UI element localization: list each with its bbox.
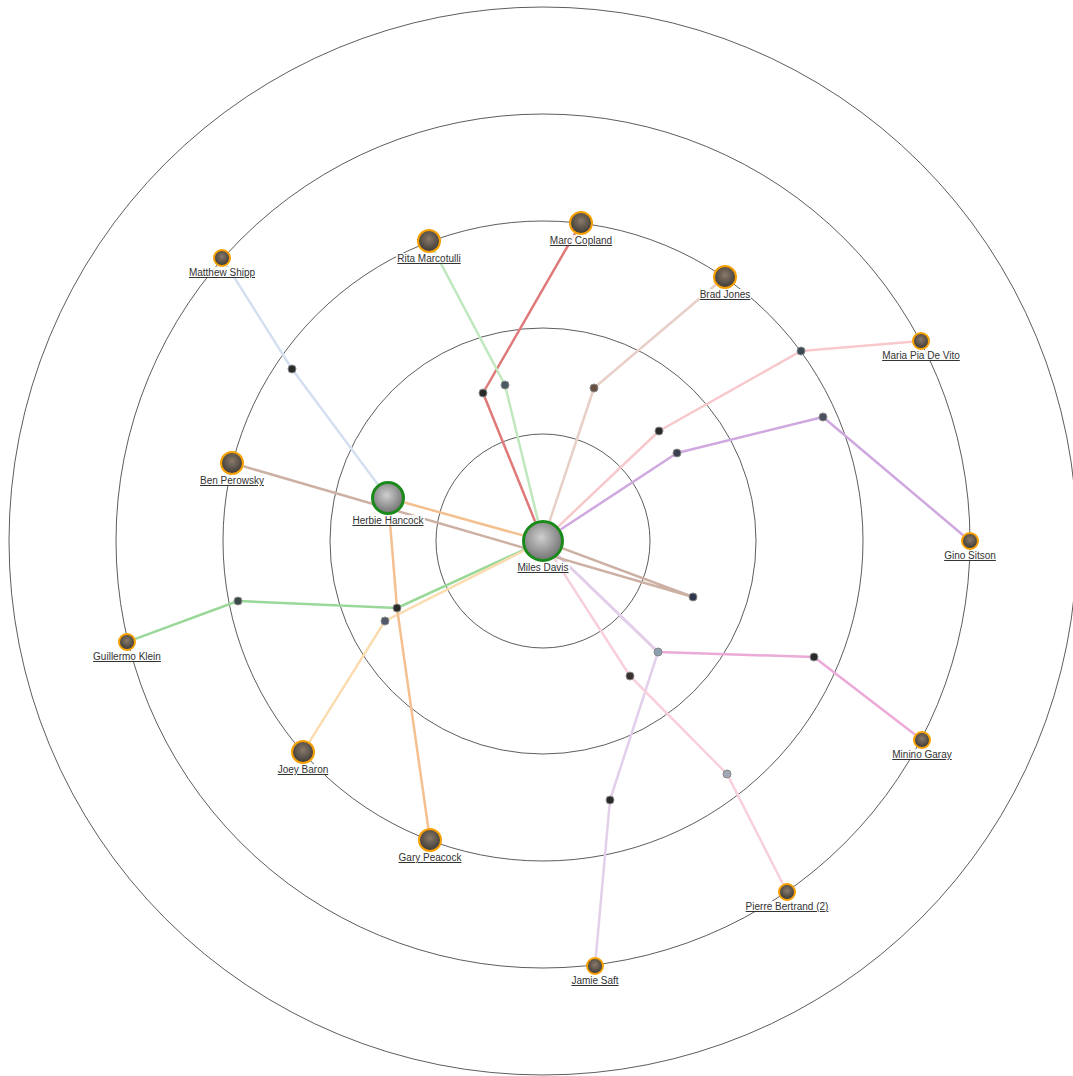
musician-node: Jamie Saft bbox=[570, 957, 619, 986]
release-dot bbox=[393, 604, 401, 612]
collaboration-link bbox=[483, 233, 575, 521]
musician-node: Herbie Hancock bbox=[351, 481, 424, 526]
musician-name: Herbie Hancock bbox=[351, 515, 424, 526]
musician-photo bbox=[713, 265, 737, 289]
musician-photo bbox=[213, 249, 231, 267]
musician-name: Rita Marcotulli bbox=[396, 253, 461, 264]
release-dot bbox=[797, 347, 805, 355]
musician-photo bbox=[586, 957, 604, 975]
collaboration-link bbox=[227, 266, 378, 485]
musician-node: Joey Baron bbox=[277, 740, 330, 775]
musician-node: Ben Perowsky bbox=[199, 451, 265, 486]
musician-node: Maria Pia De Vito bbox=[881, 332, 961, 361]
collaboration-link bbox=[561, 417, 964, 535]
musician-name: Brad Jones bbox=[699, 289, 752, 300]
collaboration-link bbox=[558, 342, 912, 527]
musician-photo bbox=[912, 332, 930, 350]
musician-photo bbox=[961, 532, 979, 550]
collaboration-link bbox=[550, 285, 716, 521]
musician-photo bbox=[220, 451, 244, 475]
musician-node: Gino Sitson bbox=[943, 532, 997, 561]
musician-name: Miles Davis bbox=[516, 562, 569, 573]
musician-name: Maria Pia De Vito bbox=[881, 350, 961, 361]
collaboration-link bbox=[135, 550, 524, 639]
collaboration-link bbox=[309, 551, 524, 742]
musician-photo bbox=[778, 883, 796, 901]
release-dot bbox=[626, 672, 634, 680]
musician-photo bbox=[417, 229, 441, 253]
release-dot bbox=[606, 796, 614, 804]
musician-name: Jamie Saft bbox=[570, 975, 619, 986]
musician-node: Rita Marcotulli bbox=[396, 229, 461, 264]
musician-photo bbox=[913, 731, 931, 749]
release-dot bbox=[479, 389, 487, 397]
orbit-ring bbox=[330, 328, 756, 754]
orbit-ring bbox=[9, 7, 1073, 1075]
release-dot bbox=[288, 365, 296, 373]
release-dot bbox=[819, 413, 827, 421]
musician-node: Pierre Bertrand (2) bbox=[745, 883, 830, 912]
release-dot bbox=[590, 384, 598, 392]
release-dot bbox=[655, 427, 663, 435]
collaboration-link bbox=[554, 559, 783, 884]
musician-name: Pierre Bertrand (2) bbox=[745, 901, 830, 912]
release-dot bbox=[723, 770, 731, 778]
musician-photo bbox=[118, 633, 136, 651]
collaboration-link bbox=[244, 466, 694, 597]
orbit-ring bbox=[223, 221, 863, 861]
musician-name: Matthew Shipp bbox=[188, 267, 256, 278]
musician-name: Gino Sitson bbox=[943, 550, 997, 561]
collaboration-link bbox=[558, 556, 658, 957]
musician-photo bbox=[569, 211, 593, 235]
musician-node: Gary Peacock bbox=[398, 828, 463, 863]
musician-node: Minino Garay bbox=[891, 731, 952, 760]
release-dot bbox=[381, 617, 389, 625]
collaboration-link bbox=[389, 515, 428, 828]
musician-name: Ben Perowsky bbox=[199, 475, 265, 486]
release-dot bbox=[689, 593, 697, 601]
musician-name: Minino Garay bbox=[891, 749, 952, 760]
musician-node: Miles Davis bbox=[516, 520, 569, 573]
release-dot bbox=[501, 381, 509, 389]
musician-name: Marc Copland bbox=[549, 235, 613, 246]
release-dot bbox=[810, 653, 818, 661]
musician-name: Gary Peacock bbox=[398, 852, 463, 863]
collaboration-link bbox=[558, 556, 915, 735]
orbit-ring bbox=[116, 114, 970, 968]
release-dot bbox=[654, 648, 662, 656]
musician-photo bbox=[418, 828, 442, 852]
musician-name: Joey Baron bbox=[277, 764, 330, 775]
collaboration-link bbox=[435, 252, 538, 521]
musician-photo bbox=[522, 520, 564, 562]
release-dot bbox=[673, 449, 681, 457]
musician-node: Matthew Shipp bbox=[188, 249, 256, 278]
orbit-ring bbox=[436, 434, 650, 648]
musician-node: Brad Jones bbox=[699, 265, 752, 300]
musician-photo bbox=[291, 740, 315, 764]
musician-name: Guillermo Klein bbox=[92, 651, 162, 662]
release-dot bbox=[234, 597, 242, 605]
musician-node: Marc Copland bbox=[549, 211, 613, 246]
musician-node: Guillermo Klein bbox=[92, 633, 162, 662]
musician-photo bbox=[371, 481, 405, 515]
